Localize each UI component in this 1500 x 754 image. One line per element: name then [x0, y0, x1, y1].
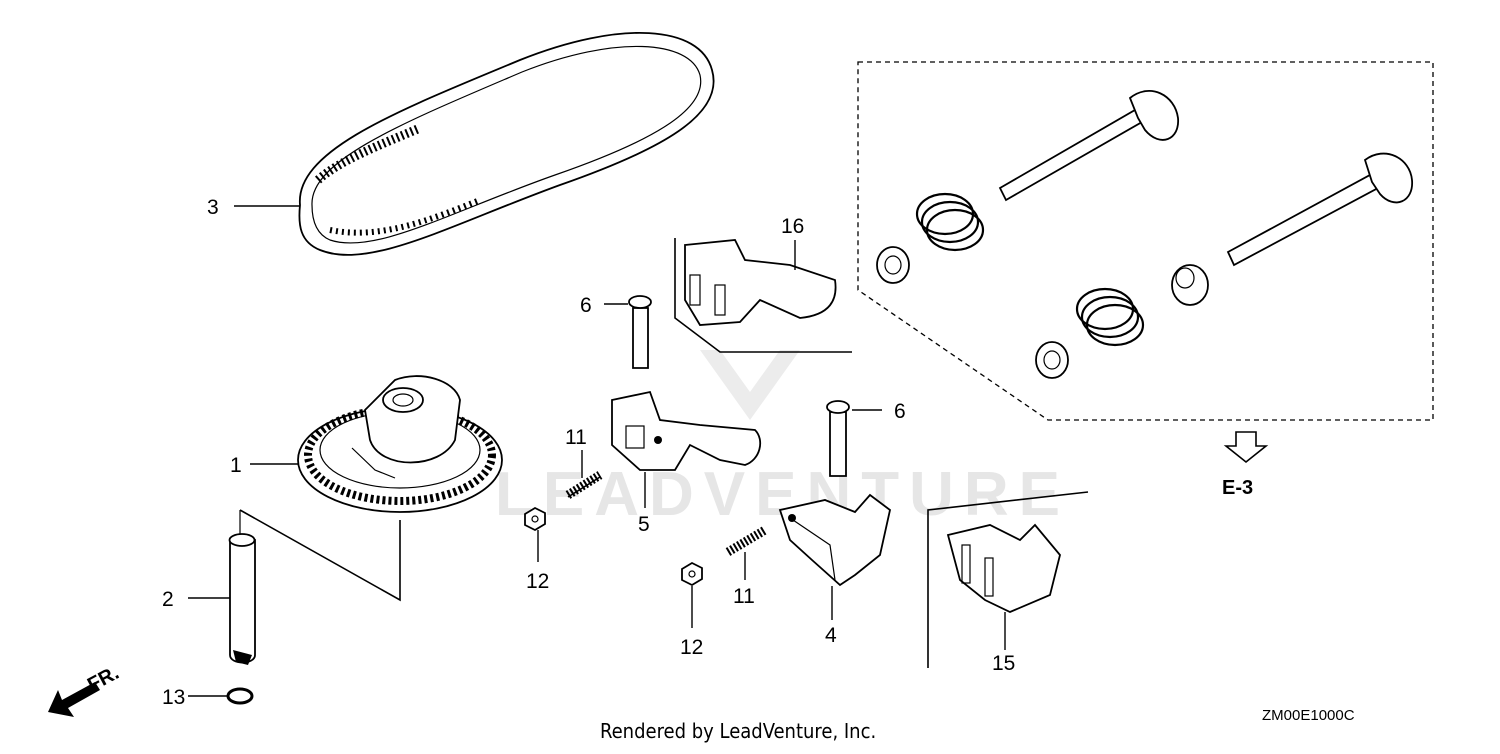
rocker-arm — [611, 390, 762, 471]
callout-5: 5 — [638, 513, 650, 536]
callout-15: 15 — [992, 652, 1015, 675]
reference-arrow-icon — [1223, 431, 1269, 464]
rocker-pin-lower — [826, 400, 850, 477]
callout-labels: 3 1 2 13 6 6 11 5 12 11 12 4 15 16 — [162, 196, 1015, 709]
credit-text: Rendered by LeadVenture, Inc. — [600, 719, 876, 743]
callout-11-upper: 11 — [565, 426, 587, 449]
group-lines — [239, 238, 1089, 668]
callout-3: 3 — [207, 196, 219, 219]
lock-nut-upper — [524, 506, 546, 532]
drawing-code: ZM00E1000C — [1262, 707, 1355, 724]
callout-11-lower: 11 — [733, 585, 755, 608]
rocker-arm-variant — [684, 239, 837, 326]
rocker-bracket — [778, 493, 892, 587]
callout-4: 4 — [825, 624, 837, 647]
timing-belt — [298, 32, 715, 256]
callout-6-lower: 6 — [894, 400, 906, 423]
adjusting-screw-lower — [725, 526, 768, 556]
callout-12-lower: 12 — [680, 636, 703, 659]
leader-lines — [188, 205, 1006, 697]
o-ring — [226, 687, 254, 705]
adjusting-screw-upper — [565, 471, 603, 499]
rocker-pin-upper — [628, 295, 652, 369]
valve-assembly-group — [857, 61, 1434, 421]
callout-16: 16 — [781, 215, 804, 238]
front-arrow-icon — [48, 682, 100, 717]
camshaft-gear — [297, 375, 503, 513]
watermark-text: LEADVENTURE — [495, 460, 1070, 529]
callout-2: 2 — [162, 588, 174, 611]
callout-6-upper: 6 — [580, 294, 592, 317]
lock-nut-lower — [681, 561, 703, 587]
rocker-bracket-variant — [946, 523, 1061, 613]
callout-13: 13 — [162, 686, 185, 709]
callout-12-upper: 12 — [526, 570, 549, 593]
camshaft-pin — [228, 510, 256, 665]
watermark: LEADVENTURE — [495, 350, 1070, 529]
callout-1: 1 — [230, 454, 242, 477]
reference-label: E-3 — [1222, 477, 1253, 499]
